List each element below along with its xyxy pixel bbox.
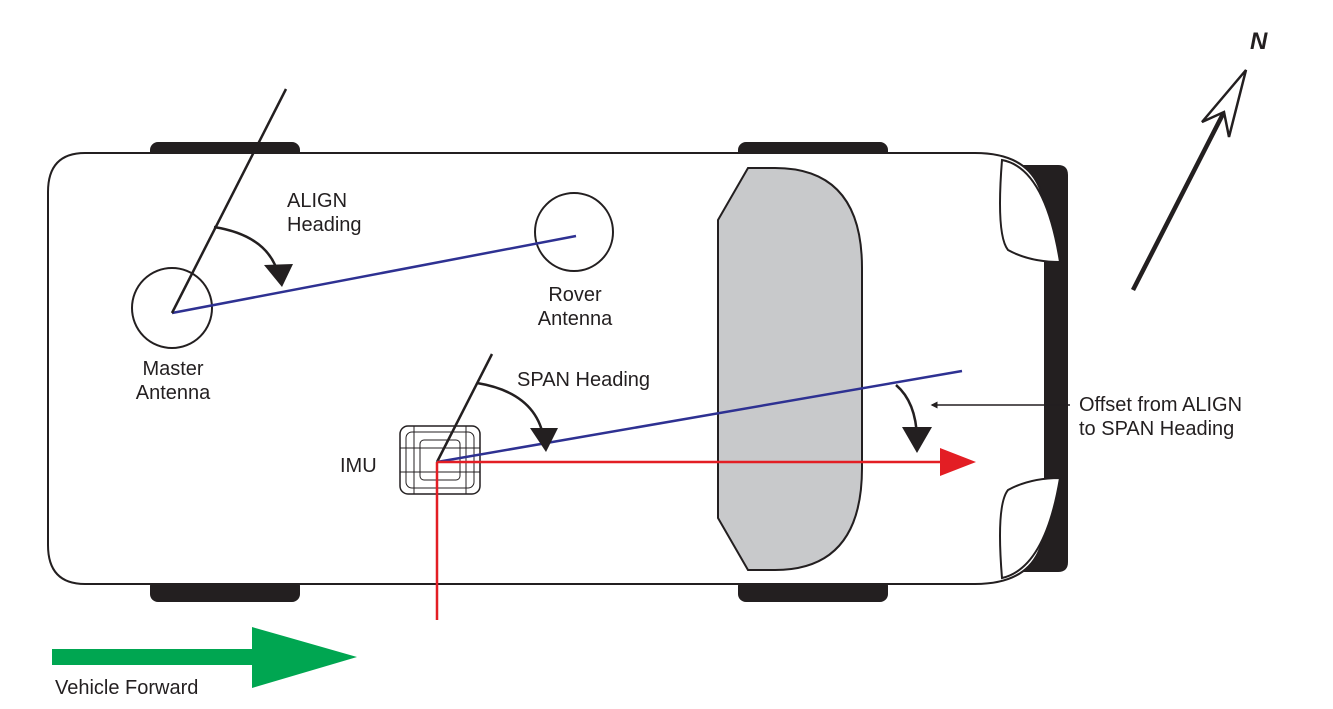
vehicle-forward-arrow-head <box>252 627 357 688</box>
align-heading-label: ALIGN Heading <box>287 190 362 236</box>
imu-label: IMU <box>340 455 377 477</box>
master-antenna-circle <box>131 267 213 349</box>
span-heading-label: SPAN Heading <box>517 369 651 391</box>
imu-forward-arrowhead <box>940 448 976 476</box>
align-heading-arrowhead <box>264 264 293 287</box>
windshield <box>717 167 863 571</box>
span-heading-arrowhead <box>530 428 558 452</box>
north-arrow-head <box>1201 69 1248 138</box>
master-antenna-label: Master Antenna <box>135 358 211 404</box>
headlight-bottom <box>999 476 1062 580</box>
imu-north-line <box>435 353 494 463</box>
align-baseline-line <box>171 234 577 315</box>
north-arrow-shaft <box>1130 110 1227 292</box>
imu-icon <box>399 425 481 495</box>
headlight-top <box>999 158 1062 264</box>
vehicle-forward-label: Vehicle Forward <box>55 677 199 699</box>
span-baseline-line <box>436 369 963 464</box>
offset-label: Offset from ALIGN to SPAN Heading <box>1079 394 1243 440</box>
rover-antenna-circle <box>534 192 614 272</box>
rover-antenna-label: Rover Antenna <box>537 284 613 330</box>
north-label: N <box>1250 28 1268 55</box>
master-north-line <box>170 88 288 314</box>
vehicle-forward-arrow-shaft <box>52 649 254 665</box>
offset-arrowhead <box>902 427 932 453</box>
